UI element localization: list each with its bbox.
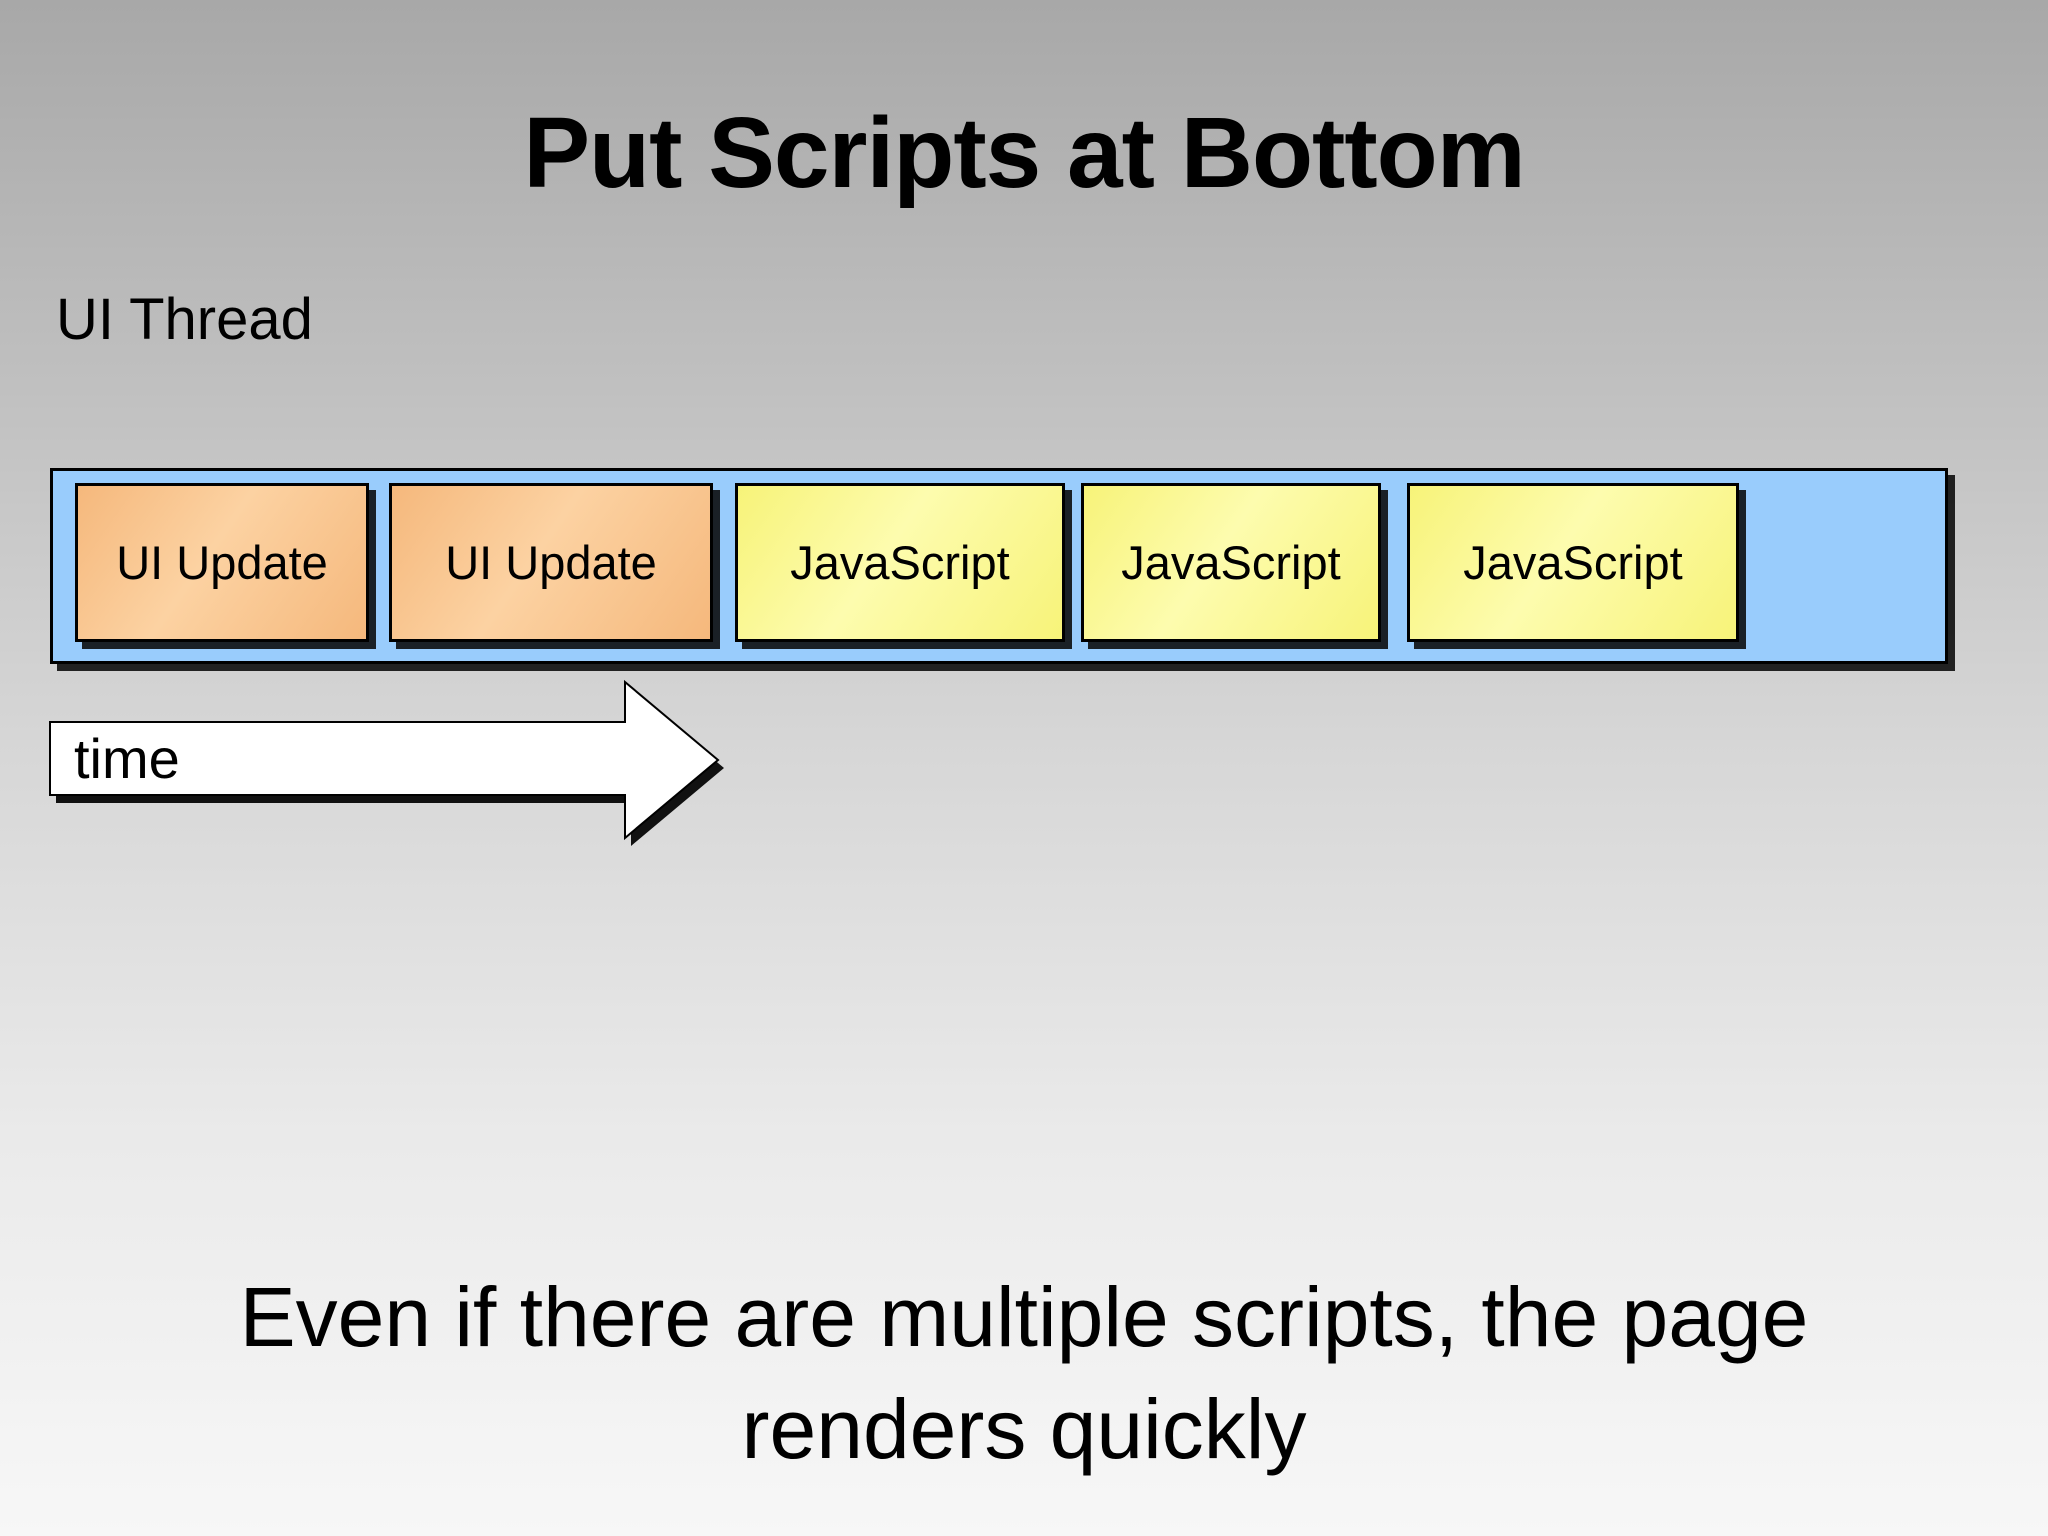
task-box-label: UI Update [116, 536, 328, 589]
task-box-javascript-1: JavaScript [735, 483, 1065, 642]
task-box-ui-update-2: UI Update [389, 483, 713, 642]
time-arrow-shape [49, 679, 720, 841]
time-label: time [74, 727, 180, 790]
caption-line-2: renders quickly [741, 1381, 1307, 1476]
task-box-label: JavaScript [1463, 536, 1683, 589]
ui-thread-label: UI Thread [56, 287, 313, 352]
caption: Even if there are multiple scripts, the … [0, 1262, 2048, 1485]
time-arrow [49, 679, 724, 846]
task-box-label: UI Update [445, 536, 657, 589]
caption-line-1: Even if there are multiple scripts, the … [239, 1270, 1809, 1364]
slide-title: Put Scripts at Bottom [523, 97, 1525, 209]
task-box-label: JavaScript [1121, 536, 1341, 589]
task-box-ui-update-1: UI Update [75, 483, 369, 642]
task-box-javascript-3: JavaScript [1407, 483, 1739, 642]
task-box-javascript-2: JavaScript [1081, 483, 1381, 642]
task-box-label: JavaScript [790, 536, 1010, 589]
